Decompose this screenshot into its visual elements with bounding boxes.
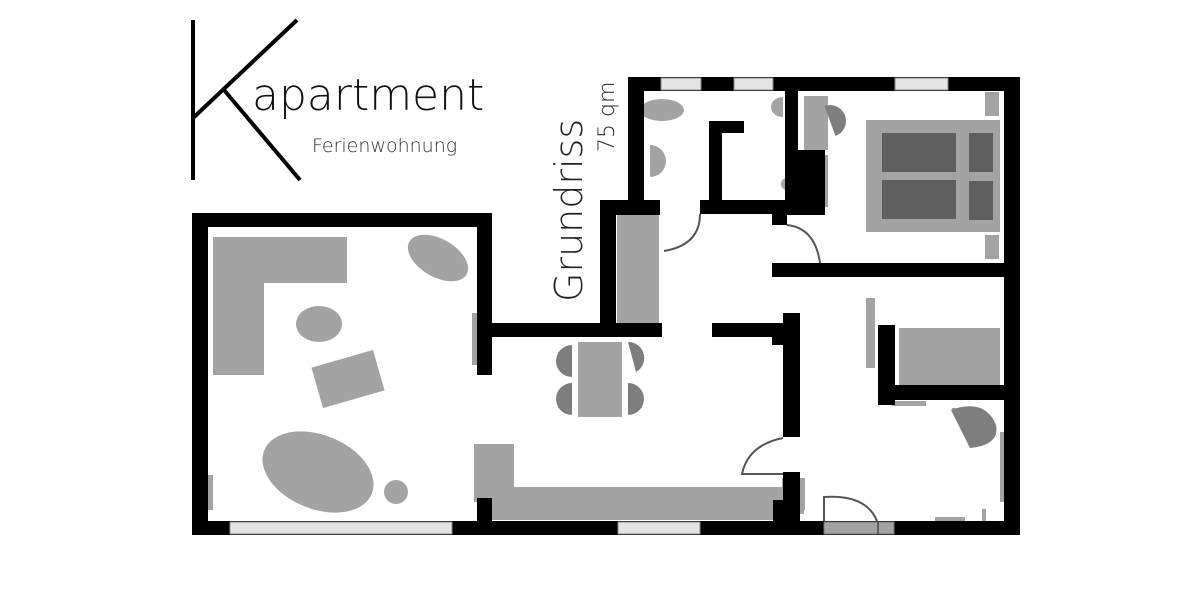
nightstand-top xyxy=(985,92,999,116)
shower-head xyxy=(771,97,783,117)
bedroom2-radiator xyxy=(892,401,926,406)
door-bathroom[interactable] xyxy=(663,213,701,252)
window-bedroom1 xyxy=(894,77,949,91)
wall-kitchen-end xyxy=(773,500,788,535)
bedroom2-armchair xyxy=(951,406,997,448)
bedroom2-post xyxy=(982,509,986,523)
brand-subtitle: Ferienwohnung xyxy=(312,135,457,157)
radiator-living-2 xyxy=(208,475,213,510)
wall-bedroom-divider xyxy=(772,263,1020,277)
window-bath-2 xyxy=(733,77,774,91)
chair-left-bottom xyxy=(556,383,572,415)
pillow-top xyxy=(969,133,993,172)
rug-oval xyxy=(262,431,374,513)
mattress-left-top xyxy=(882,133,956,172)
radiator-living xyxy=(472,313,477,365)
bedroom2-shelf xyxy=(866,298,875,368)
wall-right xyxy=(1004,77,1020,535)
wall-alcove-bottom xyxy=(878,385,1020,400)
chair-right-top xyxy=(628,341,645,372)
window-bath-1 xyxy=(660,77,702,91)
pillow-bottom xyxy=(969,181,993,220)
bedroom1-desk xyxy=(804,96,828,150)
logo-k-arm-lower xyxy=(222,88,302,182)
logo-k-arm-upper xyxy=(191,18,299,120)
nightstand-bottom xyxy=(985,235,999,259)
desk-chair xyxy=(824,105,846,137)
chair-left-top xyxy=(556,345,572,377)
coffee-table xyxy=(311,349,385,409)
wall-shower-top xyxy=(709,121,744,133)
wall-hall-step xyxy=(772,323,787,345)
single-bed xyxy=(899,328,1000,385)
windows xyxy=(229,77,949,535)
door-bedroom2[interactable] xyxy=(740,437,784,475)
logo: apartment Ferienwohnung xyxy=(191,18,484,182)
window-living xyxy=(229,521,453,535)
door-swings[interactable] xyxy=(663,213,878,522)
bed-details xyxy=(882,133,993,220)
brand-name: apartment xyxy=(252,70,484,121)
entrance-door-mat xyxy=(823,521,895,535)
toilet xyxy=(640,99,684,121)
wall-hall-right xyxy=(783,313,800,437)
plan-title: Grundriss 75 qm xyxy=(547,82,620,302)
door-entrance[interactable] xyxy=(823,495,878,522)
armchair-oval xyxy=(407,234,469,282)
mattress-left-bottom xyxy=(882,180,956,219)
bedroom2-wall-strip xyxy=(1000,432,1004,502)
plan-title-text: Grundriss xyxy=(547,119,591,302)
wall-living-top xyxy=(192,213,492,227)
door-bedroom1[interactable] xyxy=(786,224,821,264)
wall-living-left xyxy=(192,213,208,535)
wall-shower-left xyxy=(709,121,722,207)
plan-area-text: 75 qm xyxy=(595,82,620,152)
chair-right-bottom xyxy=(628,383,644,415)
wall-bath-left xyxy=(628,77,644,214)
wall-bedroom1-corner xyxy=(785,150,825,215)
bedroom2-left-strip xyxy=(800,478,805,510)
wall-door-stub xyxy=(772,200,787,225)
dining-table xyxy=(578,342,622,417)
wall-wardrobe-left xyxy=(600,200,616,337)
wall-living-right xyxy=(477,213,492,375)
hall-wardrobe xyxy=(617,215,659,325)
window-kitchen xyxy=(617,521,701,535)
wall-dining-top xyxy=(477,323,662,337)
kitchen-counter xyxy=(474,444,782,520)
side-table-round xyxy=(296,306,342,342)
plant-pot xyxy=(384,480,408,504)
l-shaped-sofa xyxy=(213,237,347,375)
bedroom2-floor-strip xyxy=(935,517,965,521)
bathroom-sink xyxy=(650,145,666,177)
